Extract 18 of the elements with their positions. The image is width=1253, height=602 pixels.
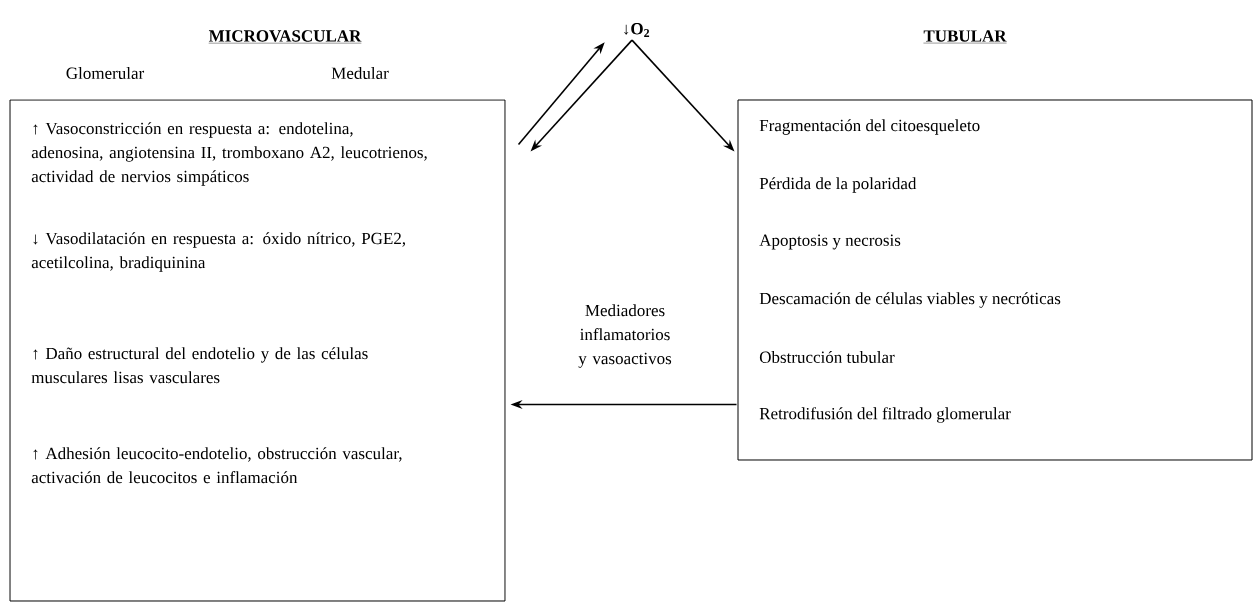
list-item: Retrodifusión del filtrado glomerular	[759, 407, 1011, 423]
panel	[9, 30, 506, 602]
list-item: Apoptosis y necrosis	[759, 234, 901, 250]
list-item: Descamación de células viables y necróticas	[759, 292, 1061, 308]
section-heading: MICROVASCULAR	[208, 30, 362, 44]
column-heading: Glomerular	[66, 67, 145, 79]
column-heading: Medular	[331, 67, 389, 79]
list-item: ↑ Adhesión leucocito-endotelio, obstrucción vascular, activación de leucocitos e inflamación	[31, 447, 402, 484]
list-item: Pérdida de la polaridad	[759, 177, 917, 193]
list-item: ↑ Vasoconstricción en respuesta a: endotelina, adenosina, angiotensina II, tromboxano A2, leucotrienos, actividad de nervios simpáticos	[31, 122, 427, 186]
edge-label: Mediadores inflamatorios y vasoactivos	[564, 303, 686, 369]
section-heading: TUBULAR	[923, 30, 1007, 44]
list-item: Obstrucción tubular	[759, 351, 895, 363]
list-item: Fragmentación del citoesqueleto	[759, 119, 980, 135]
oxygen-label: ↓O$_{2}$	[624, 23, 650, 37]
panel	[737, 30, 1253, 461]
list-item: ↓ Vasodilatación en respuesta a: óxido nítrico, PGE2, acetilcolina, bradiquinina	[31, 232, 405, 272]
list-item: ↑ Daño estructural del endotelio y de las células musculares lisas vasculares	[31, 347, 368, 384]
